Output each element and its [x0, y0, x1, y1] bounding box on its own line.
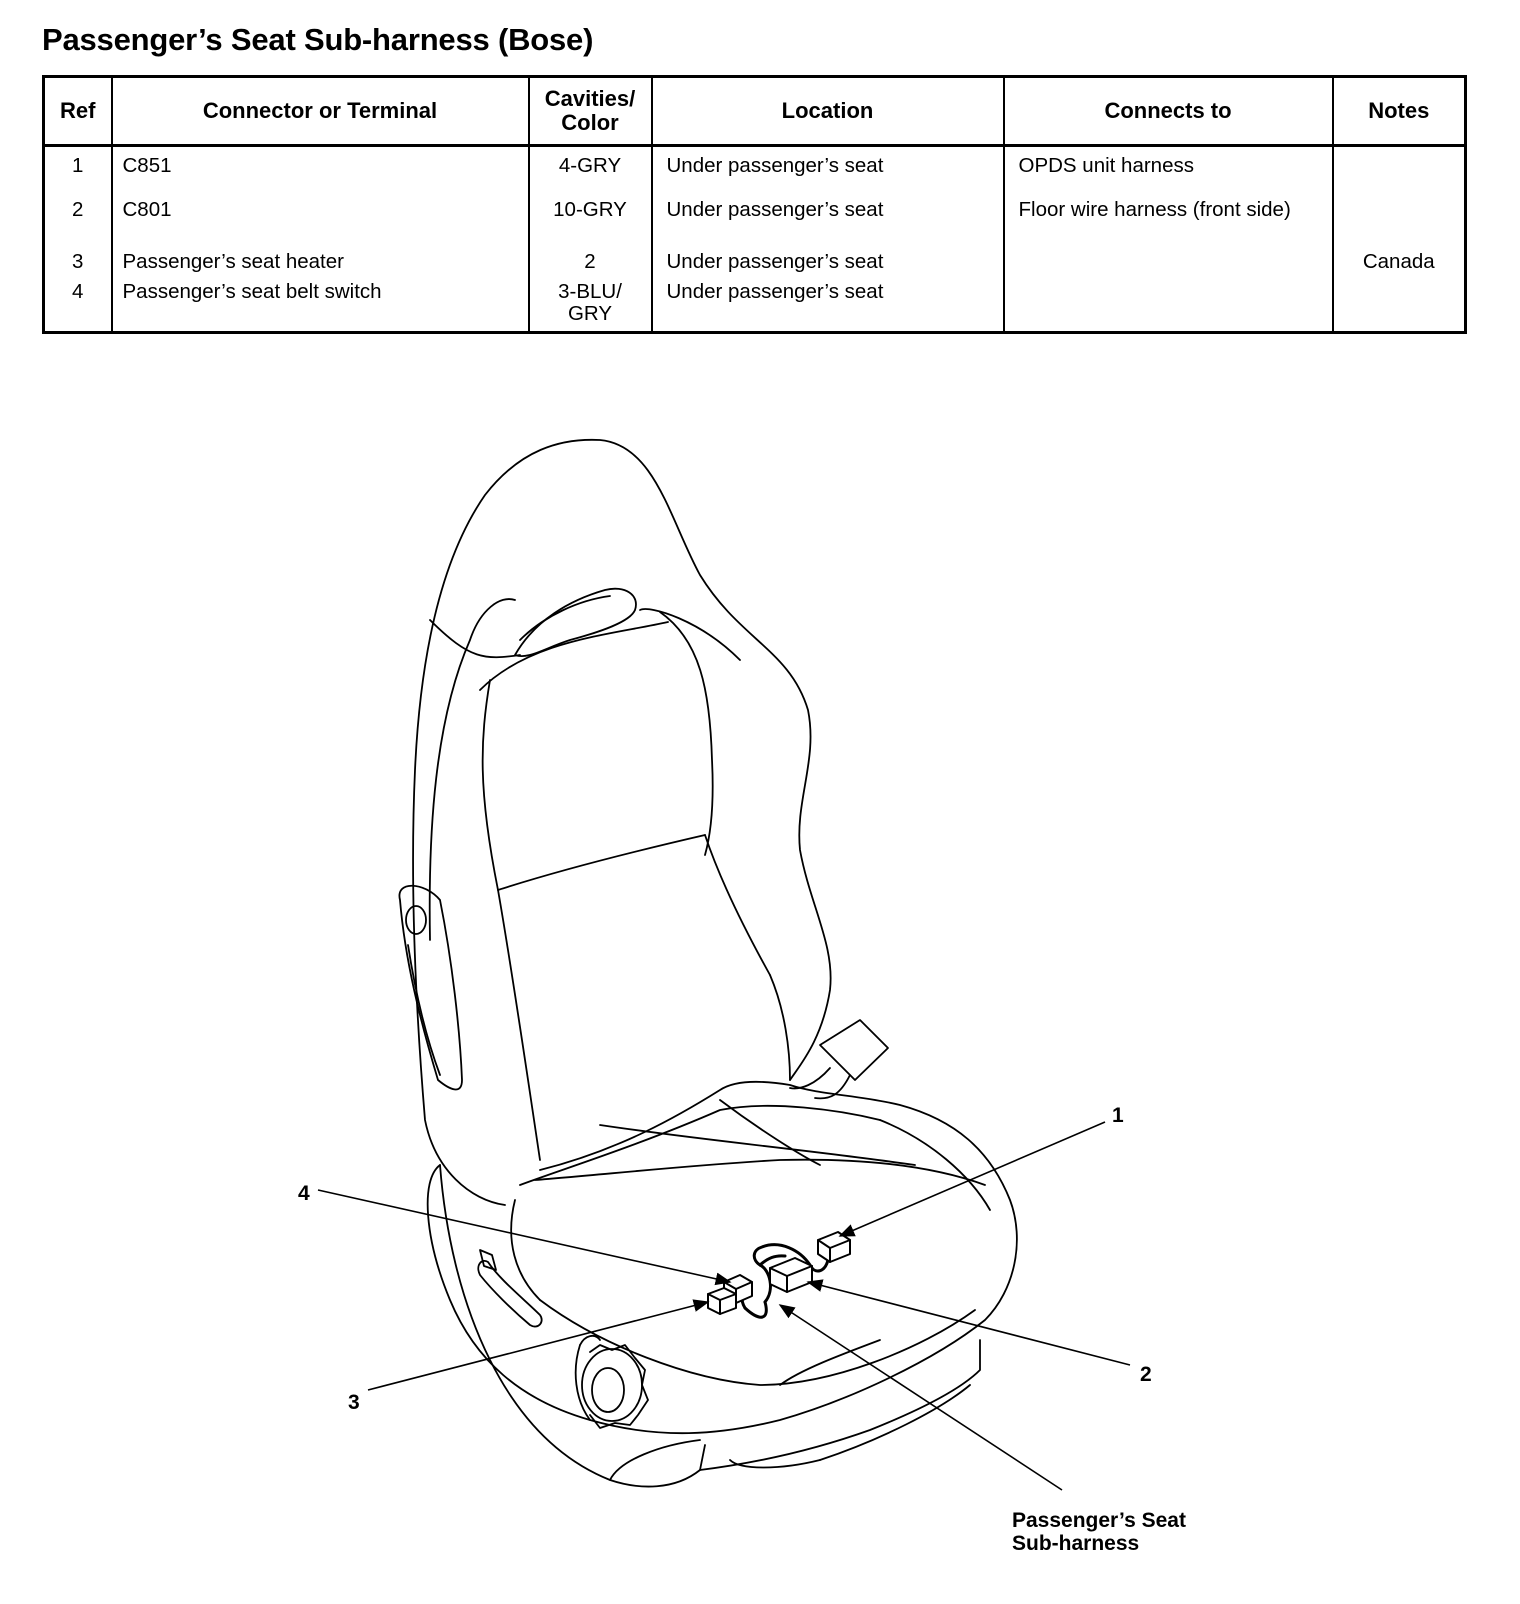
seat-diagram: 1 2 3 4 Passenger’s Seat Sub-harness: [298, 438, 1186, 1555]
cell-connector: Passenger’s seat heater: [110, 251, 530, 281]
table-row: 1 C851 4-GRY Under passenger’s seat OPDS…: [42, 145, 1467, 199]
callout-4: 4: [298, 1182, 310, 1205]
cell-cavities: 10-GRY: [527, 199, 653, 251]
header-ref: Ref: [42, 75, 113, 147]
harness-label-line2: Sub-harness: [1012, 1532, 1139, 1555]
cell-connects-to: Floor wire harness (front side): [1002, 199, 1334, 251]
seat-back-outline: [412, 438, 832, 1206]
cell-notes: [1331, 199, 1467, 251]
page-title: Passenger’s Seat Sub-harness (Bose): [42, 22, 594, 57]
callout-3: 3: [348, 1391, 360, 1414]
header-cavities: Cavities/Color: [527, 75, 653, 147]
seat-back-panel: [428, 598, 516, 941]
cell-notes: Canada: [1331, 251, 1467, 281]
height-knob: [581, 1348, 643, 1422]
cell-location: Under passenger’s seat: [650, 281, 1005, 333]
harness-wire: [743, 1300, 768, 1319]
back-side-pocket: [398, 884, 463, 1091]
cell-ref: 4: [42, 281, 113, 333]
seat-cushion-outline: [426, 1080, 1018, 1435]
cell-connects-to: OPDS unit harness: [1002, 145, 1334, 199]
recline-lever: [477, 1260, 543, 1328]
header-connects-to: Connects to: [1002, 75, 1334, 147]
leader-line-3: [367, 1299, 710, 1391]
header-cavities-line2: Color: [561, 110, 619, 135]
cell-notes: [1331, 145, 1467, 199]
callout-2: 2: [1140, 1363, 1152, 1386]
header-notes: Notes: [1331, 75, 1467, 147]
table-row: 4 Passenger’s seat belt switch 3-BLU/GRY…: [42, 280, 1467, 333]
cell-cavities: 4-GRY: [527, 145, 653, 199]
leader-line-harness: [778, 1304, 1063, 1491]
cell-connects-to: [1002, 251, 1334, 281]
callout-1: 1: [1112, 1104, 1124, 1127]
connector-1: [817, 1231, 851, 1263]
leader-line-2: [806, 1279, 1131, 1366]
cell-location: Under passenger’s seat: [650, 251, 1005, 281]
cell-notes: [1331, 281, 1467, 333]
table-header-row: Ref Connector or Terminal Cavities/Color…: [42, 75, 1467, 147]
cell-location: Under passenger’s seat: [650, 199, 1005, 251]
cell-connects-to: [1002, 281, 1334, 333]
cell-ref: 1: [42, 145, 113, 199]
connector-table: Ref Connector or Terminal Cavities/Color…: [42, 75, 1467, 334]
connector-2: [769, 1257, 813, 1293]
cell-cavities: 2: [527, 251, 653, 281]
cell-ref: 2: [42, 199, 113, 251]
cell-cavities: 3-BLU/GRY: [527, 280, 653, 333]
header-location: Location: [650, 75, 1005, 147]
seat-belt-buckle: [819, 1019, 889, 1081]
table-row: 2 C801 10-GRY Under passenger’s seat Flo…: [42, 199, 1467, 251]
cell-ref: 3: [42, 251, 113, 281]
cell-connector: C801: [110, 199, 530, 251]
header-connector: Connector or Terminal: [110, 75, 530, 147]
cell-cavities-line2: GRY: [567, 302, 613, 325]
cell-connector: C851: [110, 145, 530, 199]
cell-location: Under passenger’s seat: [650, 145, 1005, 199]
seat-base: [439, 1164, 701, 1488]
connector-3: [707, 1287, 737, 1315]
harness-label-line1: Passenger’s Seat: [1012, 1509, 1186, 1532]
cell-connector: Passenger’s seat belt switch: [110, 281, 530, 333]
headrest-slot: [514, 587, 637, 658]
cell-cavities-line1: 3-BLU/: [558, 280, 622, 303]
leader-line-1: [838, 1121, 1106, 1237]
table-row: 3 Passenger’s seat heater 2 Under passen…: [42, 251, 1467, 281]
leader-line-4: [317, 1189, 732, 1286]
header-cavities-line1: Cavities/: [544, 86, 636, 111]
